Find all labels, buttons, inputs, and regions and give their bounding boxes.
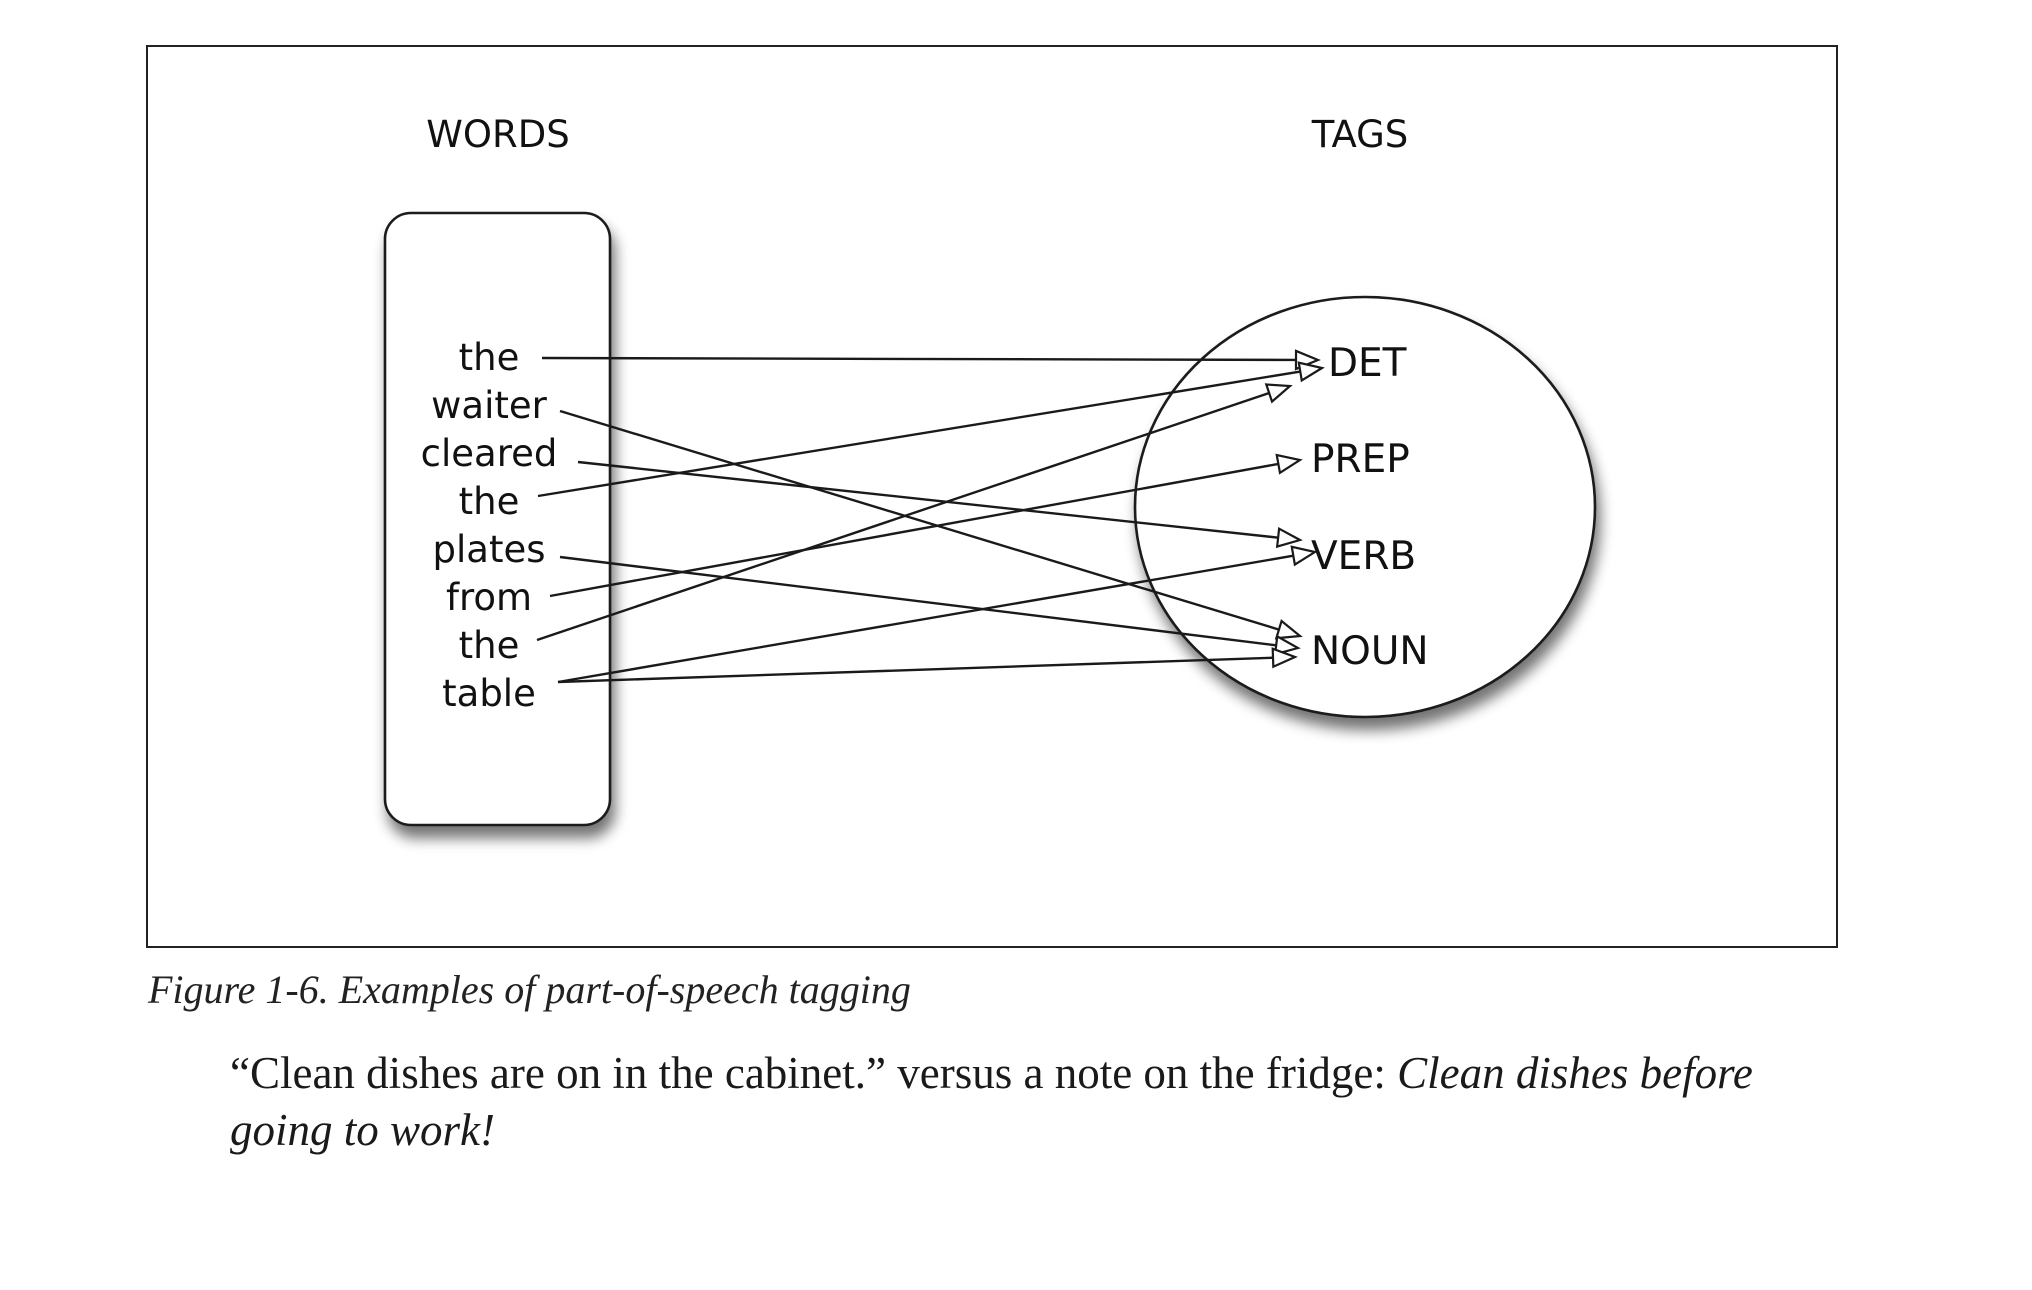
body-paragraph: “Clean dishes are on in the cabinet.” ve… — [230, 1045, 1850, 1159]
tag-list: DET PREP VERB NOUN — [1311, 341, 1429, 674]
figure-caption: Figure 1-6. Examples of part-of-speech t… — [148, 967, 911, 1012]
word-5: from — [446, 576, 532, 619]
arrowhead-2-verb — [1275, 526, 1303, 549]
tag-verb: VERB — [1311, 534, 1416, 579]
body-emphasis: Clean dishes before going to work! — [230, 1048, 1753, 1155]
word-0: the — [459, 336, 520, 379]
edge-7-verb — [557, 554, 1294, 684]
word-7: table — [442, 672, 536, 715]
edge-6-det — [536, 391, 1270, 642]
word-1: waiter — [431, 384, 547, 427]
tag-det: DET — [1328, 341, 1407, 386]
edge-8-noun — [557, 656, 1274, 684]
word-list: the waiter cleared the plates from the t… — [421, 336, 558, 715]
mapping-edges — [536, 349, 1325, 684]
edge-3-det — [537, 370, 1301, 498]
arrowhead-6-det — [1264, 383, 1293, 404]
edge-0-det — [541, 356, 1297, 362]
word-2: cleared — [421, 432, 558, 475]
edge-5-prep — [549, 462, 1279, 598]
tags-circle — [1133, 295, 1597, 719]
arrowhead-8-noun — [1271, 647, 1298, 669]
body-quote: “Clean dishes are on in the cabinet.” ve… — [230, 1048, 1398, 1098]
word-3: the — [459, 480, 520, 523]
tag-noun: NOUN — [1311, 629, 1429, 674]
word-6: the — [459, 624, 520, 667]
arrowhead-4-noun — [1273, 634, 1301, 656]
word-4: plates — [433, 528, 546, 571]
edge-2-verb — [577, 460, 1279, 539]
tags-header: TAGS — [1311, 113, 1409, 156]
edge-1-noun — [559, 409, 1280, 631]
arrowhead-7-verb — [1290, 545, 1318, 567]
arrowhead-1-noun — [1274, 619, 1303, 640]
tag-prep: PREP — [1311, 437, 1410, 482]
words-container — [383, 211, 612, 827]
arrowhead-3-det — [1297, 361, 1325, 383]
arrowhead-5-prep — [1275, 453, 1303, 475]
words-header: WORDS — [426, 113, 569, 156]
